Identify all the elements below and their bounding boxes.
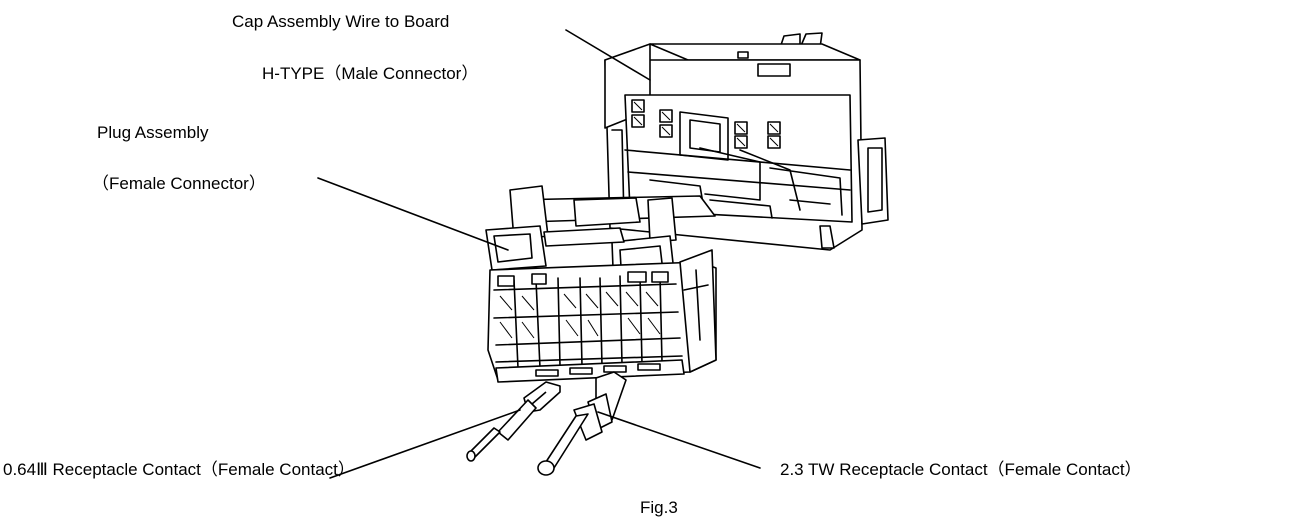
- small-contact-leader-line: [329, 409, 521, 479]
- figure-caption: Fig.3: [640, 498, 678, 517]
- small-contact-drawing: [466, 381, 561, 462]
- cap-assembly-label-line1: Cap Assembly Wire to Board: [232, 12, 450, 31]
- plug-assembly-label-line1: Plug Assembly: [97, 123, 209, 142]
- plug-assembly-drawing: [485, 185, 717, 383]
- large-contact-leader-line: [597, 411, 761, 469]
- small-contact-label: 0.64Ⅲ Receptacle Contact（Female Contact）: [3, 460, 355, 479]
- plug-assembly-leader-line: [317, 177, 509, 251]
- cap-assembly-drawing: [604, 32, 889, 251]
- plug-assembly-label-line2: （Female Connector）: [92, 174, 266, 193]
- cap-assembly-leader-line: [565, 29, 651, 81]
- large-contact-label: 2.3 TW Receptacle Contact（Female Contact…: [780, 460, 1142, 479]
- cap-assembly-label-line2: H-TYPE（Male Connector）: [262, 64, 479, 83]
